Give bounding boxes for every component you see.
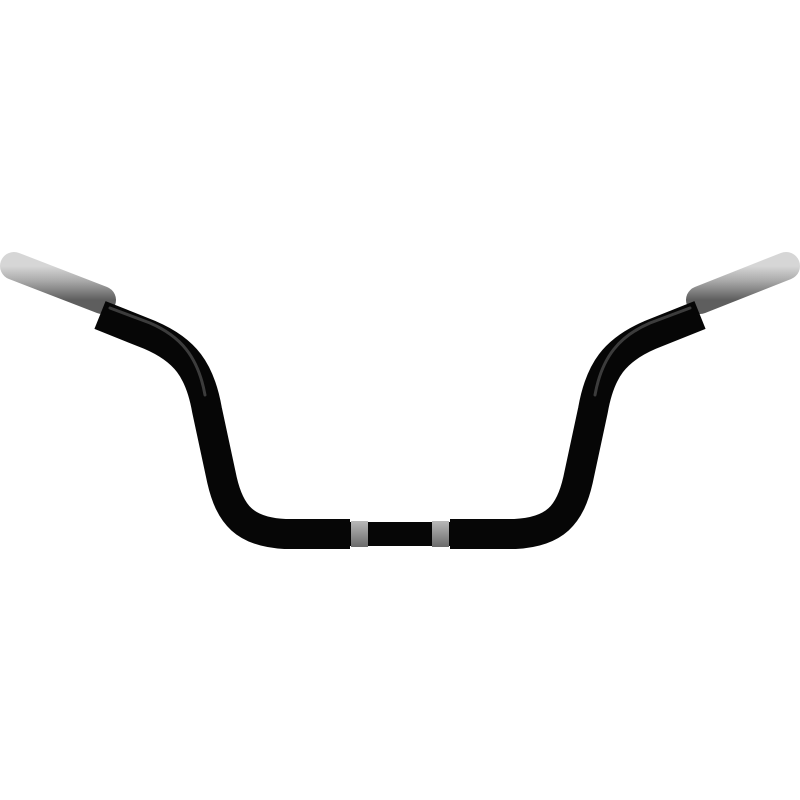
knurl-band-right: [432, 521, 449, 547]
left-bar-highlight: [108, 306, 207, 397]
right-bar-section: [450, 301, 706, 549]
right-grip-end: [686, 252, 800, 314]
right-bar-highlight: [593, 306, 692, 397]
left-grip-end: [0, 252, 116, 314]
knurl-band-left: [351, 521, 368, 547]
left-bar-section: [94, 301, 350, 549]
